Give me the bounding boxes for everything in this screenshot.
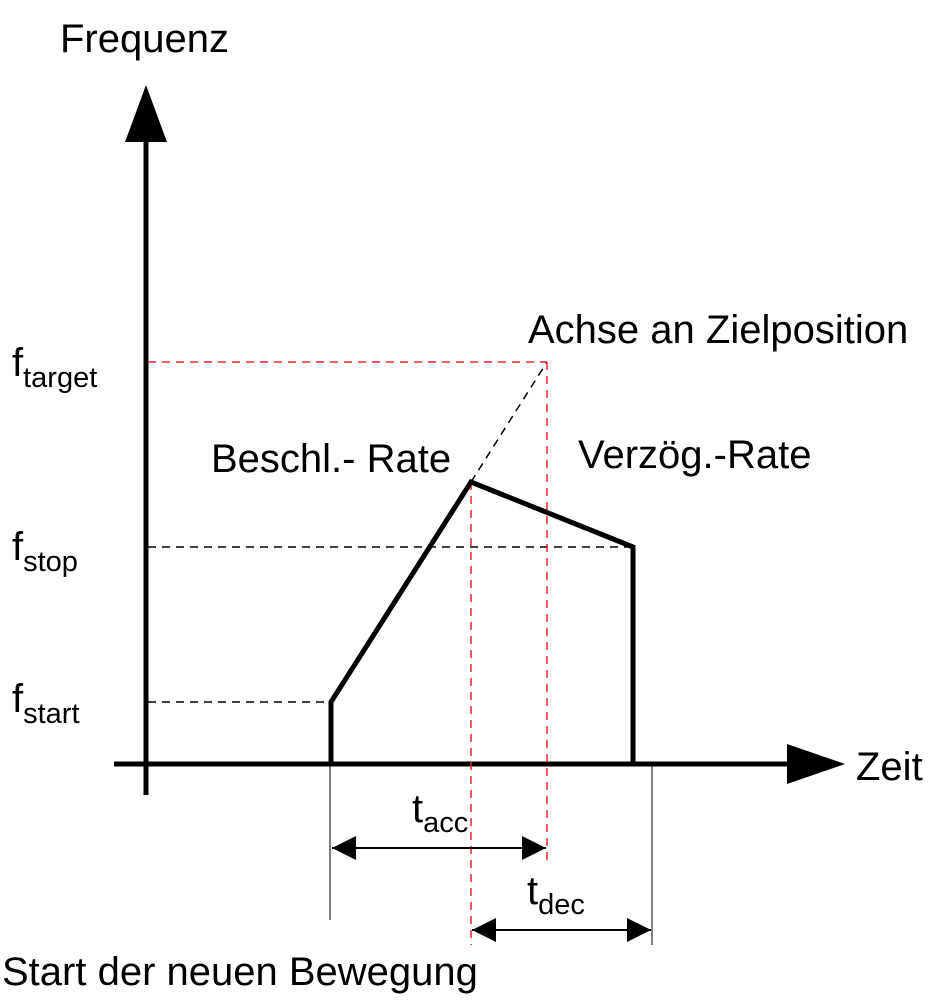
x-axis-arrow-icon bbox=[787, 744, 845, 784]
decel-rate-label: Verzög.-Rate bbox=[578, 433, 811, 477]
accel-rate-label: Beschl.- Rate bbox=[211, 437, 451, 481]
x-axis-label: Zeit bbox=[856, 745, 923, 789]
t-dec-label: tdec bbox=[527, 869, 585, 921]
t-acc-label: tacc bbox=[412, 787, 468, 839]
new-motion-start-label: Start der neuen Bewegung bbox=[2, 950, 478, 994]
axis-at-target-label: Achse an Zielposition bbox=[528, 308, 908, 352]
f-stop-label: fstop bbox=[12, 525, 78, 578]
frequency-curve bbox=[328, 478, 636, 764]
y-axis-label: Frequenz bbox=[60, 17, 229, 61]
y-axis-arrow-icon bbox=[125, 85, 167, 142]
f-target-label: ftarget bbox=[12, 341, 97, 394]
f-start-label: fstart bbox=[12, 677, 80, 730]
accel-extension-line bbox=[470, 361, 548, 483]
